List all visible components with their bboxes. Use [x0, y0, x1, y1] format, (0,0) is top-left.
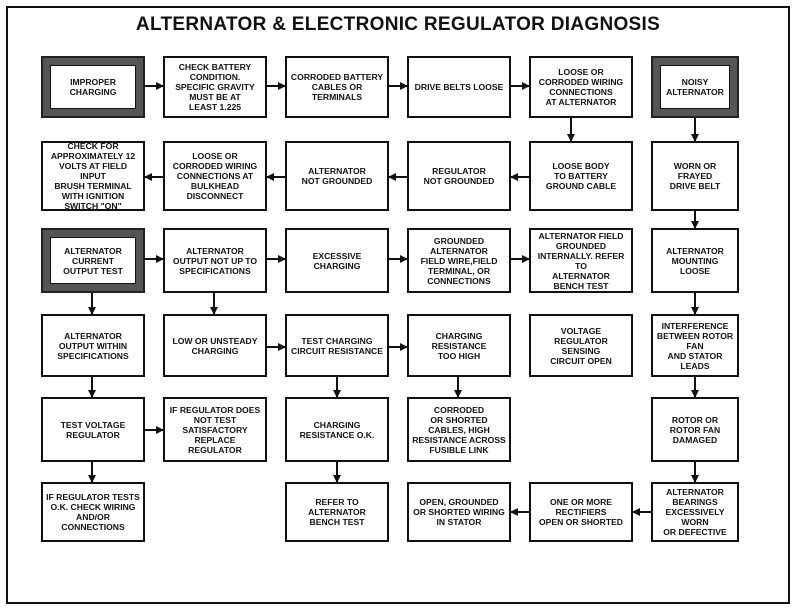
- improper-charging-box: IMPROPER CHARGING: [41, 56, 145, 118]
- field-grounded-internally-box: ALTERNATOR FIELD GROUNDED INTERNALLY. RE…: [529, 228, 633, 293]
- mounting-loose-box: ALTERNATOR MOUNTING LOOSE: [651, 228, 739, 293]
- excessive-charging-box: EXCESSIVE CHARGING: [285, 228, 389, 293]
- interference-rotor-fan-box: INTERFERENCE BETWEEN ROTOR FAN AND STATO…: [651, 314, 739, 377]
- drive-belts-loose-box: DRIVE BELTS LOOSE: [407, 56, 511, 118]
- test-voltage-regulator-box: TEST VOLTAGE REGULATOR: [41, 397, 145, 462]
- replace-regulator-box: IF REGULATOR DOES NOT TEST SATISFACTORY …: [163, 397, 267, 462]
- corroded-cables-box: CORRODED BATTERY CABLES OR TERMINALS: [285, 56, 389, 118]
- worn-drive-belt-box: WORN OR FRAYED DRIVE BELT: [651, 141, 739, 211]
- loose-wiring-bulkhead-box: LOOSE OR CORRODED WIRING CONNECTIONS AT …: [163, 141, 267, 211]
- current-output-test-box: ALTERNATOR CURRENT OUTPUT TEST: [41, 228, 145, 293]
- rotor-fan-damaged-box: ROTOR OR ROTOR FAN DAMAGED: [651, 397, 739, 462]
- stator-wiring-box: OPEN, GROUNDED OR SHORTED WIRING IN STAT…: [407, 482, 511, 542]
- noisy-alternator-box: NOISY ALTERNATOR: [651, 56, 739, 118]
- rectifiers-box: ONE OR MORE RECTIFIERS OPEN OR SHORTED: [529, 482, 633, 542]
- regulator-tests-ok-box: IF REGULATOR TESTS O.K. CHECK WIRING AND…: [41, 482, 145, 542]
- corroded-shorted-cables-box: CORRODED OR SHORTED CABLES, HIGH RESISTA…: [407, 397, 511, 462]
- regulator-not-grounded-box: REGULATOR NOT GROUNDED: [407, 141, 511, 211]
- output-within-specs-box: ALTERNATOR OUTPUT WITHIN SPECIFICATIONS: [41, 314, 145, 377]
- output-not-up-box: ALTERNATOR OUTPUT NOT UP TO SPECIFICATIO…: [163, 228, 267, 293]
- resistance-too-high-box: CHARGING RESISTANCE TOO HIGH: [407, 314, 511, 377]
- current-output-test-label: ALTERNATOR CURRENT OUTPUT TEST: [50, 237, 136, 284]
- alternator-not-grounded-box: ALTERNATOR NOT GROUNDED: [285, 141, 389, 211]
- refer-bench-test-box: REFER TO ALTERNATOR BENCH TEST: [285, 482, 389, 542]
- loose-body-ground-box: LOOSE BODY TO BATTERY GROUND CABLE: [529, 141, 633, 211]
- page-title: ALTERNATOR & ELECTRONIC REGULATOR DIAGNO…: [135, 14, 661, 35]
- grounded-field-wire-box: GROUNDED ALTERNATOR FIELD WIRE,FIELD TER…: [407, 228, 511, 293]
- sensing-circuit-open-box: VOLTAGE REGULATOR SENSING CIRCUIT OPEN: [529, 314, 633, 377]
- loose-wiring-alternator-box: LOOSE OR CORRODED WIRING CONNECTIONS AT …: [529, 56, 633, 118]
- check-battery-box: CHECK BATTERY CONDITION. SPECIFIC GRAVIT…: [163, 56, 267, 118]
- resistance-ok-box: CHARGING RESISTANCE O.K.: [285, 397, 389, 462]
- check-12-volts-box: CHECK FOR APPROXIMATELY 12 VOLTS AT FIEL…: [41, 141, 145, 211]
- noisy-alternator-label: NOISY ALTERNATOR: [660, 65, 730, 109]
- improper-charging-label: IMPROPER CHARGING: [50, 65, 136, 109]
- test-circuit-resistance-box: TEST CHARGING CIRCUIT RESISTANCE: [285, 314, 389, 377]
- diagram-frame: [6, 6, 790, 604]
- low-unsteady-box: LOW OR UNSTEADY CHARGING: [163, 314, 267, 377]
- bearings-worn-box: ALTERNATOR BEARINGS EXCESSIVELY WORN OR …: [651, 482, 739, 542]
